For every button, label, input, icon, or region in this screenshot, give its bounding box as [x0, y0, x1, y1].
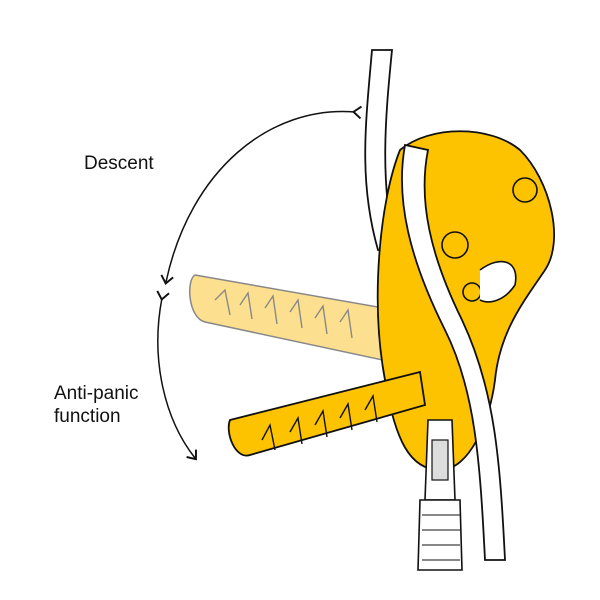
anti-panic-label-line2: function: [54, 406, 121, 427]
carabiner: [417, 419, 463, 571]
handle-anti-panic-position: [227, 370, 427, 457]
pivot-small: [462, 282, 482, 302]
descent-arrow: [160, 105, 363, 285]
anti-panic-label-line1: Anti-panic: [54, 383, 139, 404]
anti-panic-arrow: [156, 290, 197, 461]
pivot-left: [441, 231, 469, 259]
pivot-upper: [512, 177, 538, 203]
rope-through-device: [401, 143, 506, 561]
descent-label: Descent: [84, 153, 154, 174]
handle-descent-position: [189, 274, 396, 363]
